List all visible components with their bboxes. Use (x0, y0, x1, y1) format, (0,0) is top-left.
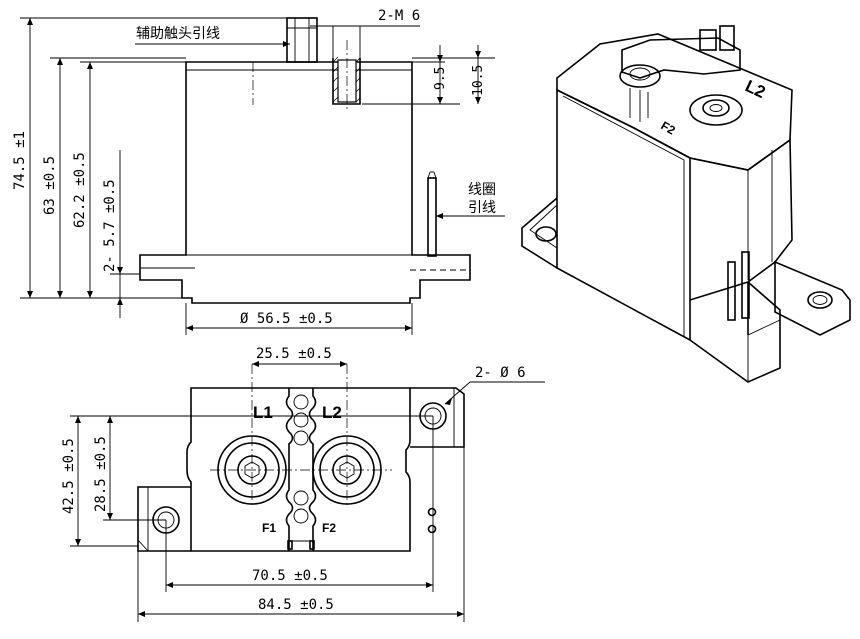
dim-28-5: 28.5 ±0.5 (93, 436, 109, 512)
dim-74-5: 74.5 ±1 (12, 131, 28, 190)
iso-terminal-l2-label: L2 (742, 76, 768, 102)
front-view: 辅助触头引线 2-M 6 9.5 10.5 线圈 引线 74.5 ±1 (12, 8, 505, 335)
relay-body-outline (139, 61, 471, 304)
dim-25-5: 25.5 ±0.5 (256, 346, 332, 362)
coil-lead-label-2: 引线 (468, 200, 496, 216)
dim-84-5: 84.5 ±0.5 (258, 597, 334, 613)
dim-2-5-7: 2- 5.7 ±0.5 (102, 179, 118, 272)
terminal-f1-label: F1 (262, 521, 276, 535)
dim-56-5: Ø 56.5 ±0.5 (240, 311, 333, 327)
coil-lead (427, 177, 437, 257)
dim-9-5: 9.5 (433, 67, 448, 90)
iso-terminal-f2-label: F2 (659, 118, 678, 137)
aux-terminal (286, 17, 318, 63)
coil-lead-label-1: 线圈 (468, 182, 496, 198)
terminal-l2-label: L2 (322, 403, 342, 422)
aux-contact-lead-label: 辅助触头引线 (136, 26, 220, 42)
top-body-outline (186, 387, 411, 552)
dim-2-phi-6: 2- Ø 6 (475, 365, 526, 381)
dim-62-2: 62.2 ±0.5 (72, 152, 88, 228)
dim-10-5: 10.5 (471, 65, 486, 96)
terminal-f2-label: F2 (322, 521, 336, 535)
dim-42-5: 42.5 ±0.5 (61, 438, 77, 514)
dim-63: 63 ±0.5 (42, 156, 58, 215)
terminal-l1-label: L1 (253, 403, 273, 422)
top-view: L1 L2 F1 F2 25.5 ±0.5 2- Ø 6 42.5 ±0.5 2… (61, 346, 545, 622)
thread-label: 2-M 6 (378, 8, 420, 24)
dim-70-5: 70.5 ±0.5 (252, 568, 328, 584)
iso-view: L2 F2 (521, 25, 851, 383)
